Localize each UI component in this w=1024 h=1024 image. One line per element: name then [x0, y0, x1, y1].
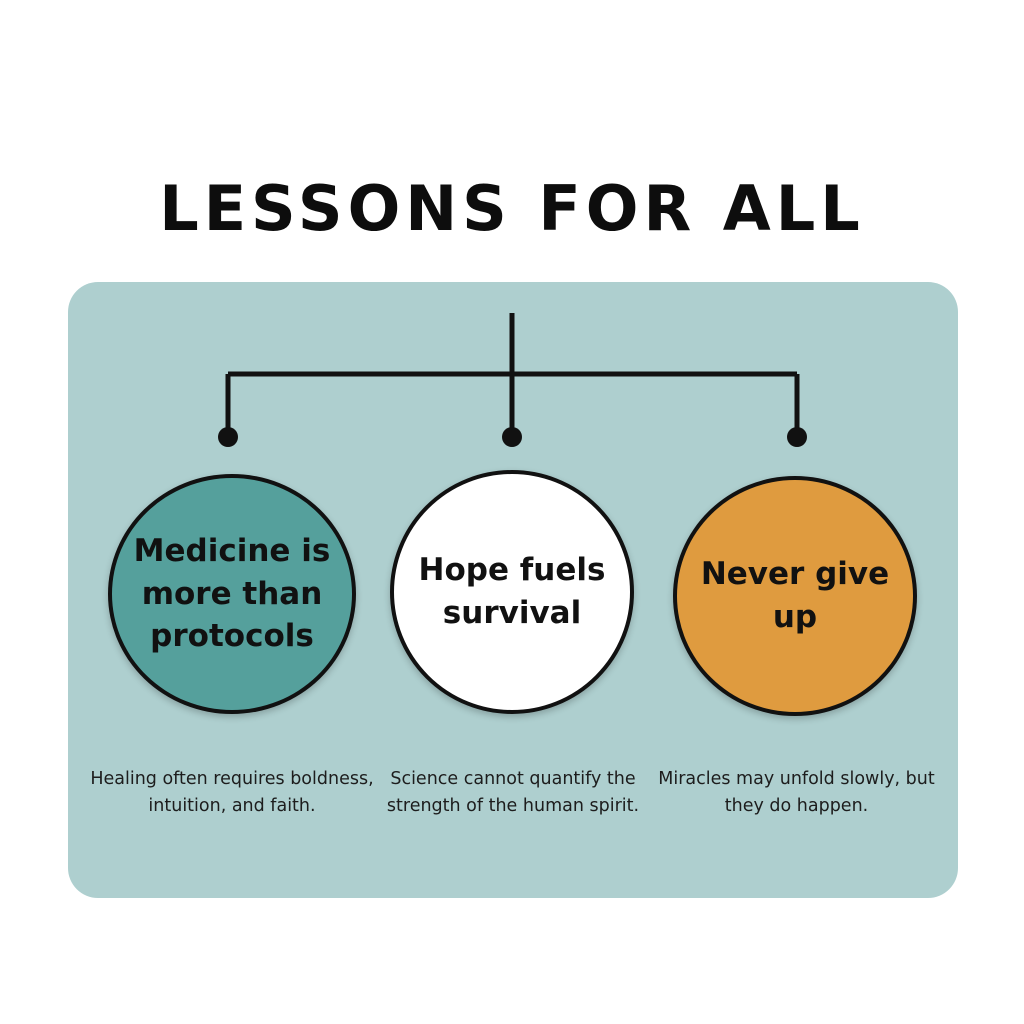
lesson-headline: Medicine is more than protocols	[133, 532, 331, 655]
lesson-caption-hope: Science cannot quantify the strength of …	[386, 769, 640, 817]
lesson-bubble-medicine[interactable]: Medicine is more than protocols	[108, 474, 356, 714]
lesson-caption-never-give-up: Miracles may unfold slowly, but they do …	[658, 769, 935, 817]
lesson-bubble-never-give-up[interactable]: Never give up	[673, 476, 917, 716]
lesson-headline: Hope fuels survival	[418, 552, 606, 631]
lesson-headline: Never give up	[700, 556, 890, 635]
page-title: LESSONS FOR ALL	[159, 172, 865, 245]
lesson-bubble-hope[interactable]: Hope fuels survival	[390, 470, 634, 714]
lesson-caption-medicine: Healing often requires boldness, intuiti…	[90, 769, 374, 817]
